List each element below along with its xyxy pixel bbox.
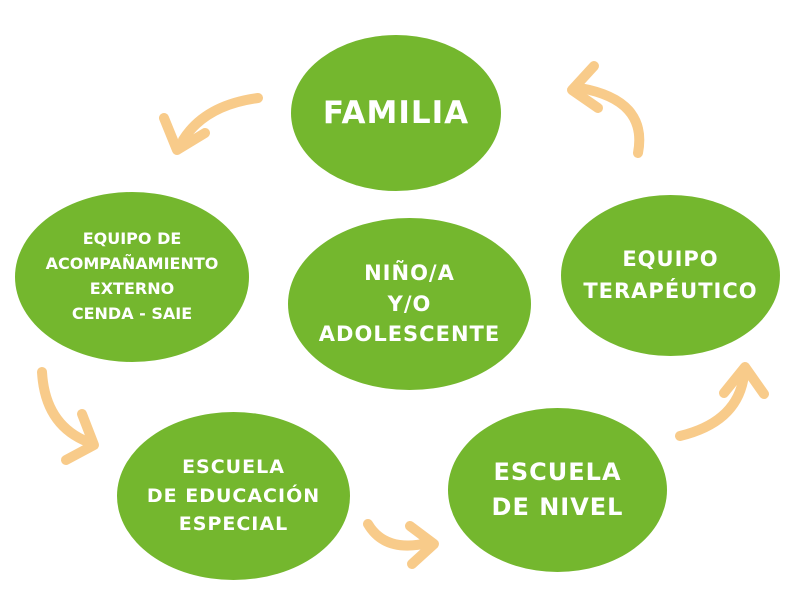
node-escuela-especial: ESCUELA DE EDUCACIÓN ESPECIAL [117,412,350,580]
node-equipo-acompanamiento: EQUIPO DE ACOMPAÑAMIENTO EXTERNO CENDA -… [15,192,249,362]
node-especial-label: ESCUELA DE EDUCACIÓN ESPECIAL [146,456,321,536]
node-equipo-terapeutico: EQUIPO TERAPÉUTICO [561,195,780,356]
node-terapeutico-label: EQUIPO TERAPÉUTICO [583,247,758,303]
arrow-terapeutico-to-familia [567,61,645,158]
node-familia-label: FAMILIA [322,95,470,131]
arrow-familia-to-acompanamiento [159,93,263,155]
node-nivel-label: ESCUELA DE NIVEL [491,458,624,521]
arrow-acompanamiento-to-especial [37,367,99,465]
node-acompanamiento-label: EQUIPO DE ACOMPAÑAMIENTO EXTERNO CENDA -… [45,229,219,323]
node-nino-adolescente: NIÑO/A Y/O ADOLESCENTE [288,218,531,390]
node-familia: FAMILIA [291,35,501,191]
node-center-label: NIÑO/A Y/O ADOLESCENTE [318,261,501,347]
arrow-especial-to-nivel [363,519,439,569]
node-escuela-nivel: ESCUELA DE NIVEL [448,408,667,572]
arrow-nivel-to-terapeutico [675,362,769,441]
